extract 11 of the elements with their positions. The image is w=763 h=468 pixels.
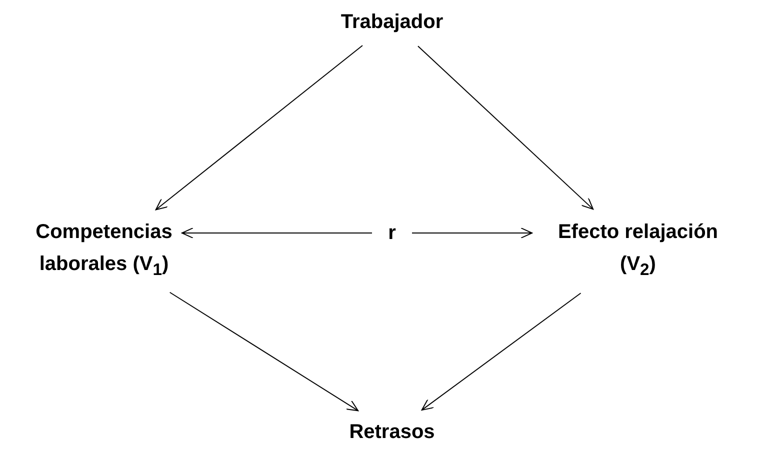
node-label: r (387, 221, 397, 246)
arrow (169, 292, 359, 412)
arrow (421, 292, 582, 411)
arrow (155, 44, 363, 210)
node-label: Efecto relajación (V$_{2}$) (556, 220, 720, 281)
arrow (412, 228, 532, 238)
node-label: Trabajador (340, 10, 444, 35)
arrow (182, 228, 372, 238)
arrow (417, 46, 594, 210)
node-label: Retrasos (348, 420, 436, 445)
node-label: Competencias laborales (V$_{1}$) (34, 220, 174, 281)
